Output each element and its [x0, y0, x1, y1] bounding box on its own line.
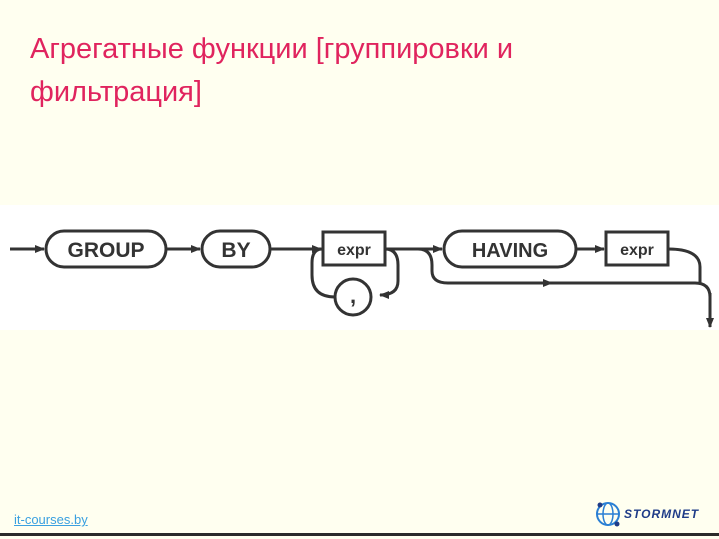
- comma-loop-right: [379, 247, 400, 299]
- globe-icon: [596, 502, 620, 527]
- expr-label-2: expr: [620, 242, 654, 259]
- syntax-diagram-svg: GROUP BY expr , HAVING expr: [10, 229, 714, 328]
- exit-join: [694, 281, 712, 298]
- having-bypass: [417, 247, 695, 285]
- expr-label-1: expr: [337, 242, 371, 259]
- comma-label: ,: [350, 283, 356, 308]
- stormnet-logo: STORMNET: [594, 498, 712, 530]
- logo-text: STORMNET: [624, 507, 700, 521]
- footer-rule: [0, 533, 719, 536]
- exit-path: [667, 247, 702, 283]
- having-label: HAVING: [472, 240, 548, 262]
- syntax-diagram: GROUP BY expr , HAVING expr: [0, 205, 719, 330]
- footer-link[interactable]: it-courses.by: [14, 512, 88, 527]
- group-label: GROUP: [67, 239, 144, 262]
- by-label: BY: [221, 239, 250, 262]
- slide-title: Агрегатные функции [группировки и фильтр…: [30, 33, 514, 108]
- comma-loop-left: [310, 247, 336, 299]
